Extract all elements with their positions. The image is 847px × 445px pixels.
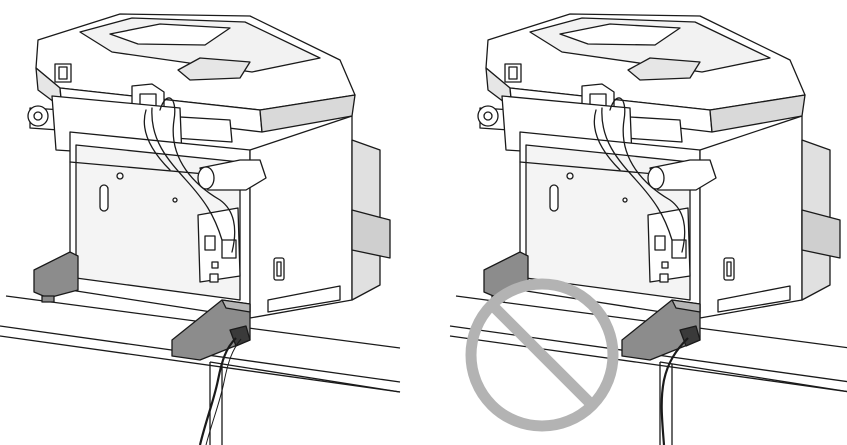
power-cord-icon bbox=[660, 337, 689, 445]
panel-incorrect bbox=[447, 13, 847, 445]
prohibition-icon bbox=[465, 278, 619, 432]
panel-correct bbox=[0, 13, 401, 445]
power-cord-icon bbox=[198, 337, 237, 445]
